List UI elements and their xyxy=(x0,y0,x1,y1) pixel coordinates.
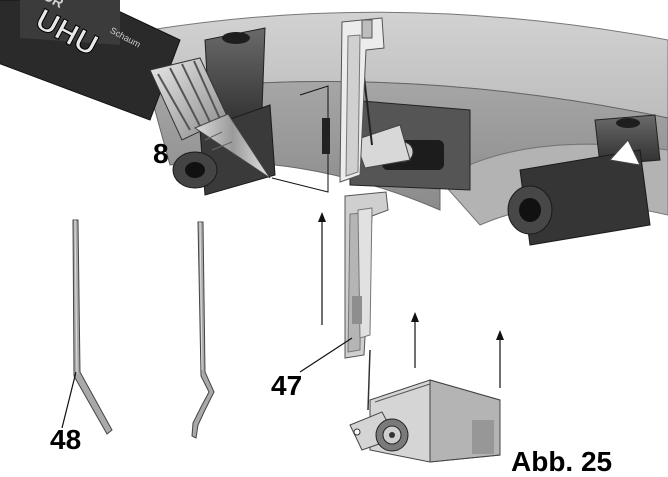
glue-tube: UHU POR Schaum xyxy=(0,0,271,179)
assembly-arrows xyxy=(318,212,504,388)
push-rod-48 xyxy=(72,219,113,435)
servo-unit xyxy=(349,349,501,463)
servo-bracket-47 xyxy=(344,191,389,359)
upper-bracket xyxy=(339,17,385,183)
callout-47: 47 xyxy=(271,370,303,401)
leader-line-48 xyxy=(61,371,77,429)
figure-caption: Abb. 25 xyxy=(511,446,613,477)
installed-servo-area xyxy=(349,59,471,191)
leader-line-47 xyxy=(299,337,353,373)
callout-8: 8 xyxy=(153,138,169,169)
svg-text:POR: POR xyxy=(32,0,66,11)
callout-48: 48 xyxy=(50,424,82,455)
bracket-slot xyxy=(322,118,330,154)
z-bend-push-rod xyxy=(191,221,215,439)
right-mount-block xyxy=(507,114,661,246)
